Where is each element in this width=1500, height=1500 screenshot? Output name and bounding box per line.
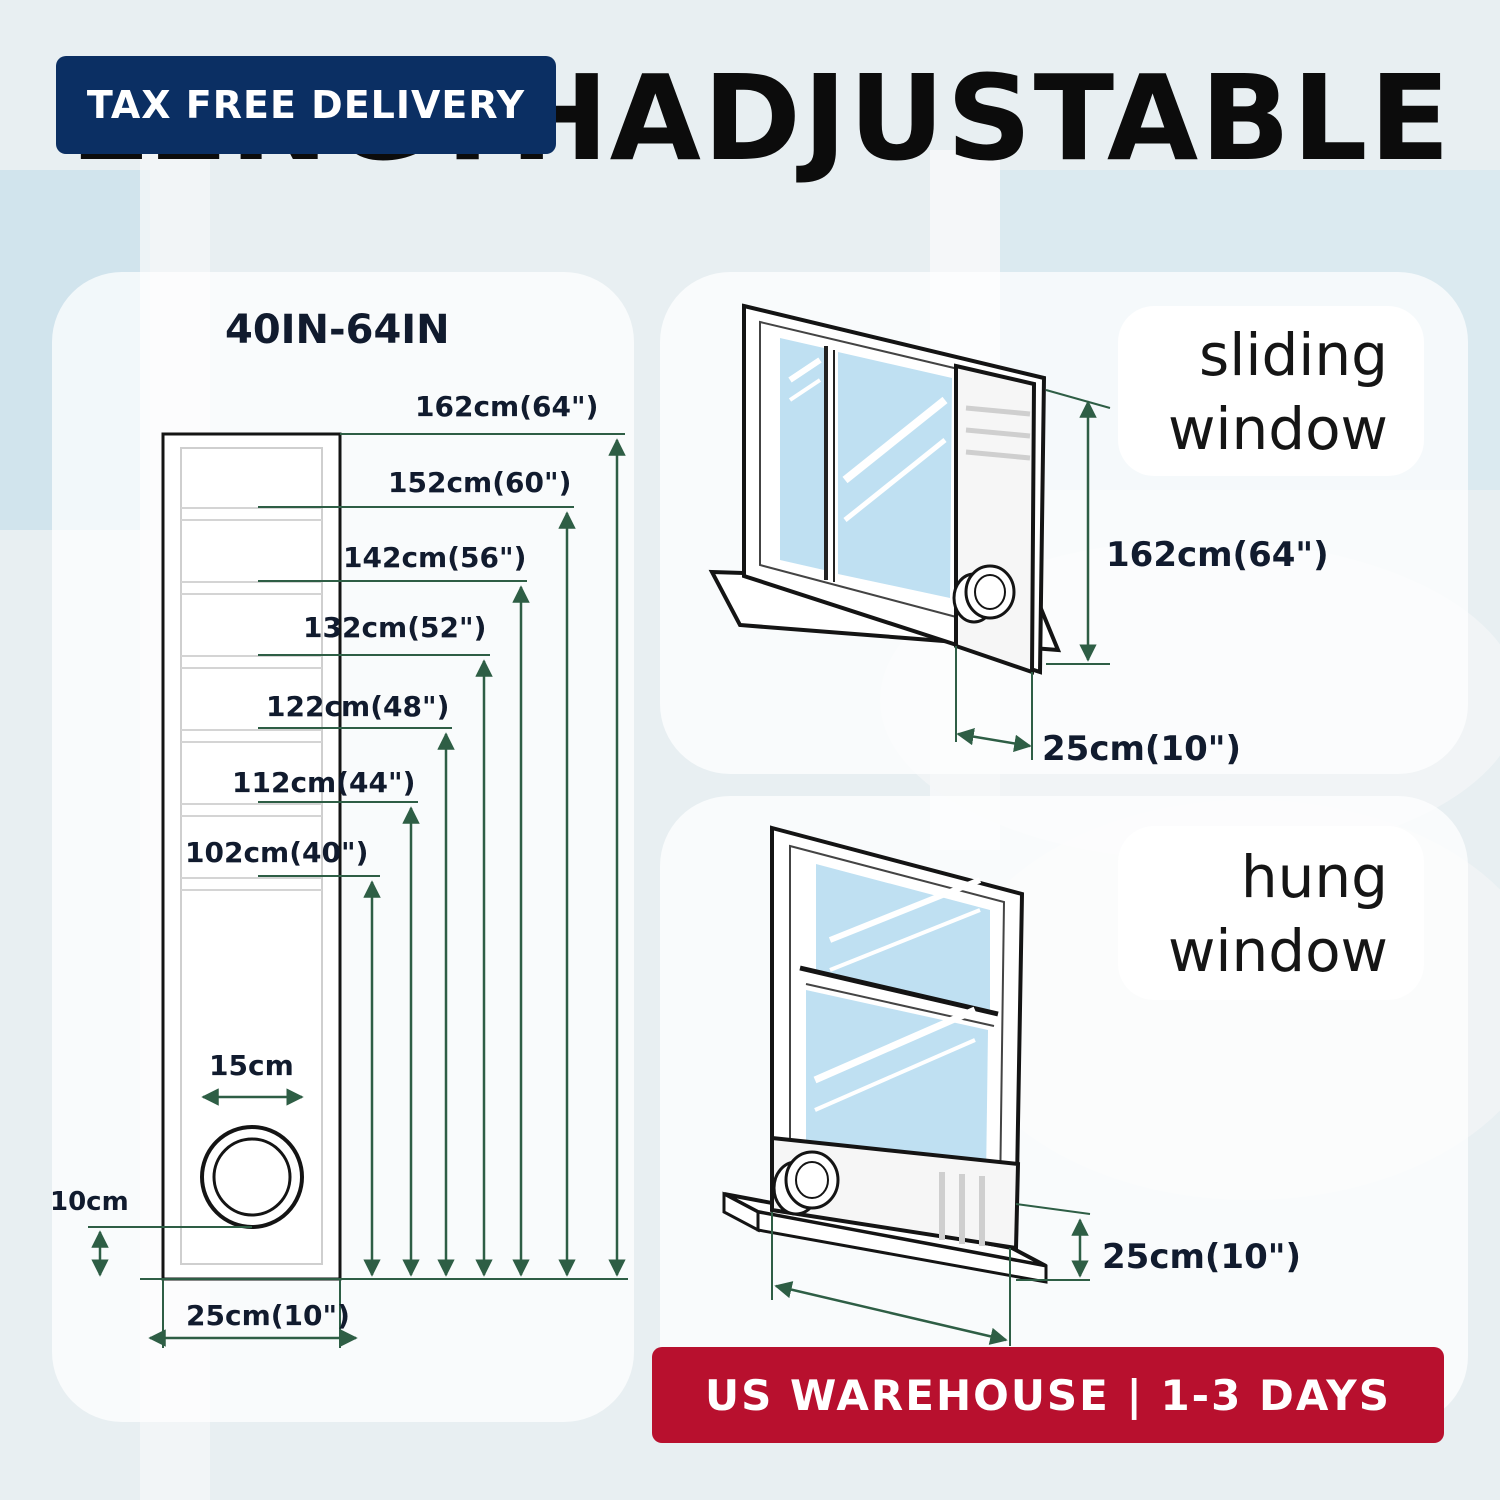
sliding-height-tick-top — [1045, 389, 1111, 409]
hole-width-label: 15cm — [209, 1049, 294, 1082]
length-ticks — [140, 433, 628, 1280]
sliding-label-line2: window — [1167, 395, 1388, 463]
length-label-52: 132cm(52") — [303, 611, 486, 644]
hung-height-tick-top — [1015, 1203, 1091, 1215]
headline-right: ADJUSTABLE — [609, 49, 1452, 187]
hung-label-line2: window — [1167, 917, 1388, 985]
hung-width-arrow — [774, 1281, 1008, 1345]
length-label-48: 122cm(48") — [266, 690, 449, 723]
us-warehouse-badge: US WAREHOUSE | 1-3 DAYS — [652, 1347, 1444, 1443]
length-label-44: 112cm(44") — [232, 766, 415, 799]
panel-vertical-card — [52, 272, 634, 1422]
range-label: 40IN-64IN — [225, 307, 450, 353]
sliding-width-arrow — [956, 727, 1032, 753]
length-labels: 162cm(64") 152cm(60") 142cm(56") 132cm(5… — [185, 390, 598, 869]
hung-window-icon — [722, 825, 1048, 1284]
hung-label-line1: hung — [1240, 843, 1388, 911]
sliding-window-icon — [708, 303, 1062, 675]
tax-free-badge: TAX FREE DELIVERY — [56, 56, 556, 154]
length-label-60: 152cm(60") — [388, 466, 571, 499]
sliding-window-label: sliding window — [1118, 306, 1424, 476]
hole-offset-label: 10cm — [50, 1187, 129, 1217]
length-label-64: 162cm(64") — [415, 390, 598, 423]
exhaust-hose-port-icon — [200, 1125, 304, 1229]
sliding-label-line1: sliding — [1199, 321, 1388, 389]
headline: LENGTH ADJUSTABLE — [0, 58, 1500, 178]
hung-height-label: 25cm(10") — [1102, 1237, 1301, 1277]
sliding-width-label: 25cm(10") — [1042, 729, 1241, 769]
length-label-40: 102cm(40") — [185, 836, 368, 869]
hung-window-label: hung window — [1118, 826, 1424, 1000]
length-arrows — [363, 438, 626, 1277]
length-label-56: 142cm(56") — [343, 541, 526, 574]
sliding-height-label: 162cm(64") — [1106, 535, 1329, 575]
width-label: 25cm(10") — [186, 1299, 350, 1332]
